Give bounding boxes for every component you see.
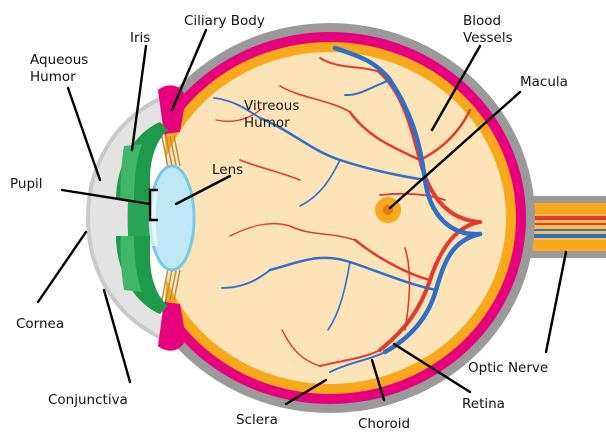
label-retina: Retina xyxy=(462,396,505,412)
label-ciliary-body: Ciliary Body xyxy=(184,13,265,29)
label-sclera: Sclera xyxy=(236,412,278,428)
label-optic-nerve: Optic Nerve xyxy=(468,360,548,376)
label-cornea: Cornea xyxy=(16,316,64,332)
label-macula: Macula xyxy=(520,74,568,90)
label-aqueous-humor-1: Aqueous xyxy=(30,52,88,68)
label-pupil: Pupil xyxy=(10,176,43,192)
label-blood-vessels-2: Vessels xyxy=(463,30,513,46)
label-choroid: Choroid xyxy=(358,416,410,432)
label-lens: Lens xyxy=(212,162,243,178)
label-conjunctiva: Conjunctiva xyxy=(48,392,128,408)
label-blood-vessels-1: Blood xyxy=(463,13,501,29)
label-vitreous-humor-2: Humor xyxy=(244,115,290,131)
label-iris: Iris xyxy=(130,30,150,46)
label-aqueous-humor-2: Humor xyxy=(30,69,76,85)
lens-shape xyxy=(150,166,194,270)
label-vitreous-humor-1: Vitreous xyxy=(244,98,299,114)
vitreous-humor-shape xyxy=(154,52,506,384)
